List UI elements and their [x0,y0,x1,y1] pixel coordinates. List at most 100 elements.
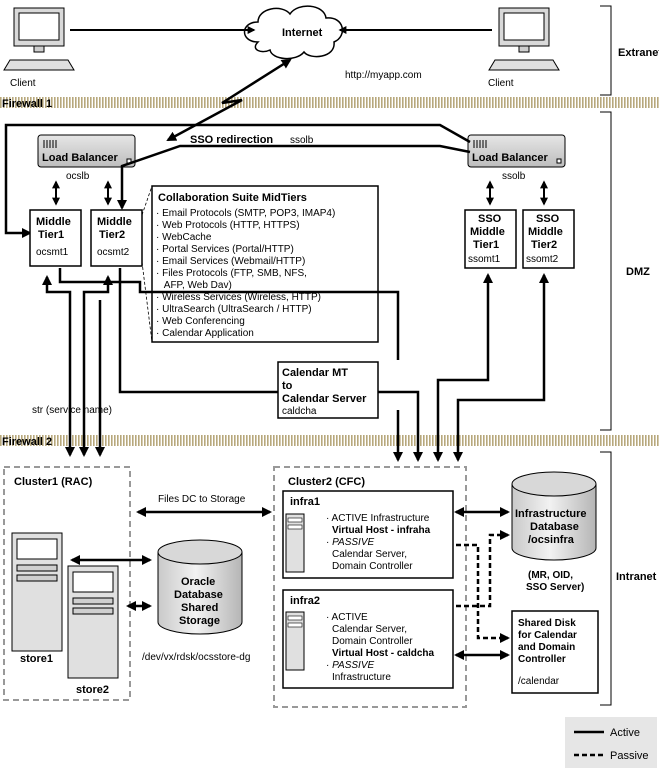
sso-middle-tier-1-line1: SSO [478,213,502,225]
calendar-mt-box [277,361,379,419]
mt-cluster2-bus [58,268,400,360]
str-service-label: str (service name) [32,405,112,416]
shared-disk-line4: Controller [518,654,566,665]
sso-middle-tier-1-line2: Middle [470,226,505,238]
collab-suite-item: · UltraSearch (UltraSearch / HTTP) [156,304,312,315]
sso-redirection-host: ssolb [290,135,314,146]
cluster2-box [273,466,467,708]
infra2-line1: · ACTIVE [326,612,368,623]
dmz-label: DMZ [626,266,650,278]
infra-db-line2: Database [530,521,579,533]
infra2-line4: Virtual Host - caldcha [332,648,435,659]
legend-box [565,717,657,768]
internet-label: Internet [282,27,323,39]
internet-load-balancer-link [166,58,292,142]
infra2-db-passive-link [456,530,510,608]
infra1-line5: Domain Controller [332,561,413,572]
collab-suite-callout [141,185,153,343]
oracle-storage-path: /dev/vx/rdsk/ocsstore-dg [142,652,250,663]
infra2-line3: Domain Controller [332,636,413,647]
extranet-label: Extranet [618,47,659,59]
collab-suite-item: AFP, Web Dav) [156,280,232,291]
infra2-line5: · PASSIVE [326,660,374,671]
collab-suite-item: · Email Protocols (SMTP, POP3, IMAP4) [156,208,335,219]
calendar-mt-host: caldcha [282,406,317,417]
firewall-2-label: Firewall 2 [2,436,52,448]
collab-suite-item: · Calendar Application [156,328,254,339]
sso-middle-tier-1-host: ssomt1 [468,254,501,265]
firewall-2-band [0,435,659,446]
infra1-line3: · PASSIVE [326,537,374,548]
sso1-cluster2-link [433,273,493,462]
load-balancer-right-host: ssolb [502,171,526,182]
dmz-bracket [600,111,612,431]
infra1-line2: Virtual Host - infraha [332,525,431,536]
sso-middle-tier-2-box [522,209,575,269]
legend-passive-label: Passive [610,750,649,762]
middle-tier-2-box [90,209,143,267]
oracle-storage-line2: Database [174,589,223,601]
store2-label: store2 [76,684,109,696]
sso-redirection-label: SSO redirection [190,134,273,146]
infra1-line4: Calendar Server, [332,549,407,560]
legend-active-label: Active [610,727,640,739]
load-balancer-left [37,134,136,168]
middle-tier-1-host: ocsmt1 [36,247,69,258]
sso-middle-tier-2-line2: Middle [528,226,563,238]
store1-server-icon [11,532,63,652]
calendar-mt-line2: to [282,380,293,392]
middle-tier-1-line2: Tier1 [38,229,64,241]
internet-url: http://myapp.com [345,70,422,81]
firewall-1-label: Firewall 1 [2,98,52,110]
client-left-computer-icon [3,7,75,71]
infra-db-services2: SSO Server) [526,582,584,593]
load-balancer-right-label: Load Balancer [472,152,549,164]
collab-suite-item: · WebCache [156,232,212,243]
firewall-1-band [0,97,659,108]
collab-suite-item: · Wireless Services (Wireless, HTTP) [156,292,321,303]
files-dc-label: Files DC to Storage [158,494,246,505]
infra2-line2: Calendar Server, [332,624,407,635]
cluster1-box [3,466,131,701]
infrastructure-db-cylinder-icon [511,471,597,561]
oracle-storage-line4: Storage [179,615,220,627]
infra2-line6: Infrastructure [332,672,391,683]
collab-suite-item: · Files Protocols (FTP, SMB, NFS, [156,268,307,279]
sso-middle-tier-1-line3: Tier1 [473,239,499,251]
infra1-line1: · ACTIVE Infrastructure [326,513,430,524]
shared-disk-line2: for Calendar [518,630,577,641]
client-right-label: Client [488,78,514,89]
infra-db-services1: (MR, OID, [528,570,573,581]
oracle-storage-line1: Oracle [181,576,215,588]
middle-tier-2-line2: Tier2 [99,229,125,241]
sso2-cluster2-link [453,273,549,462]
middle-tier-2-line1: Middle [97,216,132,228]
store1-label: store1 [20,653,53,665]
infra2-name: infra2 [290,595,320,607]
sso-redirection-line-2 [117,144,471,210]
cluster2-title: Cluster2 (CFC) [288,476,365,488]
extranet-bracket [600,5,612,96]
oracle-storage-cylinder-icon [157,539,243,635]
sso-middle-tier-1-box [464,209,517,269]
sso-redirection-line-1 [4,123,471,238]
mt2-cluster1-link [79,275,113,457]
store2-server-icon [67,565,119,679]
load-balancer-left-host: ocslb [66,171,90,182]
shared-disk-line1: Shared Disk [518,618,576,629]
calendar-cluster2-link [378,390,423,462]
calendar-mt-line3: Calendar Server [282,393,367,405]
calendar-mt-line1: Calendar MT [282,367,348,379]
shared-disk-path: /calendar [518,676,560,687]
infra-db-line3: /ocsinfra [528,534,575,546]
client-right-computer-icon [488,7,560,71]
oracle-storage-line3: Shared [181,602,218,614]
sso-middle-tier-2-host: ssomt2 [526,254,559,265]
collab-suite-box [151,185,379,343]
infra1-server-icon [285,513,305,573]
sso-middle-tier-2-line1: SSO [536,213,560,225]
collab-suite-list: · Email Protocols (SMTP, POP3, IMAP4) · … [156,208,335,339]
mt2-calendar-link [118,268,278,394]
collab-suite-item: · Web Conferencing [156,316,245,327]
